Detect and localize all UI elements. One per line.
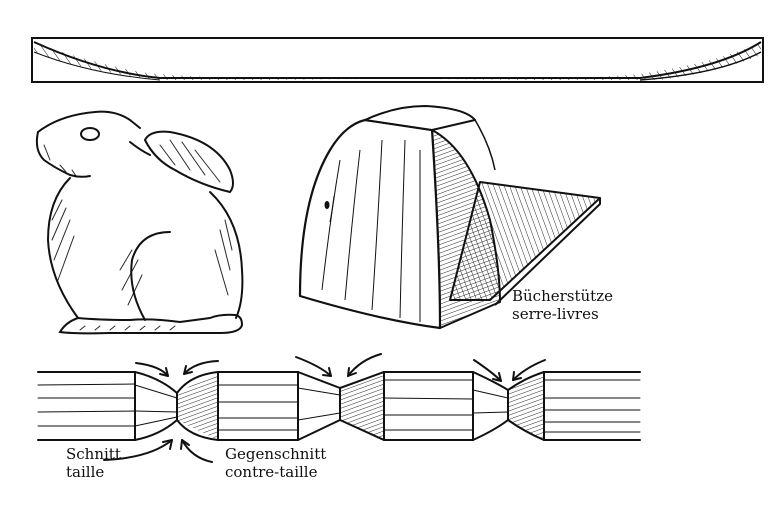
cut-arrows xyxy=(103,353,546,463)
notched-stick xyxy=(37,371,641,441)
bookend-label-fr: serre-livres xyxy=(512,305,599,323)
hollowed-strip xyxy=(31,37,764,83)
counter-cut-label-fr: contre-taille xyxy=(225,463,318,481)
counter-cut-label-de: Gegenschnitt xyxy=(225,445,327,463)
carved-rabbit xyxy=(35,110,244,335)
cut-label-de: Schnitt xyxy=(66,445,121,463)
cut-label-fr: taille xyxy=(66,463,105,481)
bookend-label-de: Bücherstütze xyxy=(512,287,613,305)
bookend xyxy=(298,105,601,330)
